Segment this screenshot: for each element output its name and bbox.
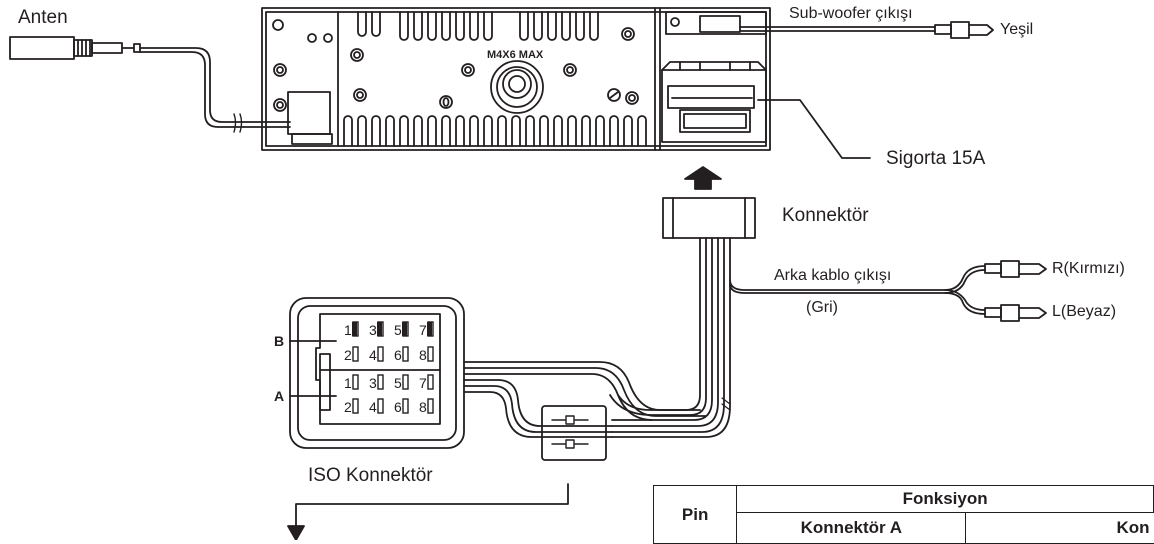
label-r-kirmizi: R(Kırmızı): [1052, 260, 1125, 277]
table-header-konnektor-b: Kon: [965, 512, 1154, 544]
pin-number: 2: [344, 347, 352, 363]
fuse-leader: [757, 99, 871, 159]
antenna-plug-icon: [9, 36, 141, 60]
rca-plug-red-icon: [984, 260, 1047, 278]
pin-number: 3: [369, 375, 377, 391]
rear-out-cable: [729, 265, 986, 294]
label-konnektor: Konnektör: [782, 205, 869, 226]
label-arka-kablo: Arka kablo çıkışı: [774, 267, 892, 284]
label-iso-konnektor: ISO Konnektör: [308, 465, 433, 486]
label-gri: (Gri): [806, 299, 838, 316]
iso-connector: [289, 297, 465, 449]
table-header-fonksiyon: Fonksiyon: [736, 485, 1154, 513]
rca-plug-green-icon: [934, 21, 994, 39]
label-b: B: [274, 333, 285, 349]
pin-number: 8: [419, 399, 427, 415]
subwoofer-cable: [739, 26, 936, 32]
connector-block: [662, 197, 756, 239]
pin-number: 4: [369, 347, 377, 363]
label-subwoofer: Sub-woofer çıkışı: [789, 5, 913, 22]
pin-number: 1: [344, 322, 352, 338]
pin-number: 5: [394, 375, 402, 391]
pin-number: 7: [419, 322, 427, 338]
table-header-konnektor-a: Konnektör A: [736, 512, 967, 544]
inline-link-box: [541, 405, 607, 461]
label-a: A: [274, 388, 285, 404]
label-anten: Anten: [18, 7, 68, 28]
pin-number: 4: [369, 399, 377, 415]
pin-number: 5: [394, 322, 402, 338]
pin-number: 2: [344, 399, 352, 415]
pin-number: 8: [419, 347, 427, 363]
label-m4: M4X6 MAX: [487, 49, 544, 61]
iso-cable: [463, 361, 701, 411]
label-sigorta: Sigorta 15A: [886, 148, 986, 169]
arrow-up-icon: [684, 166, 722, 190]
pin-function-table: Pin Fonksiyon Konnektör A Kon: [652, 485, 1154, 544]
fuse-icon: [667, 85, 755, 133]
label-yesil: Yeşil: [1000, 21, 1034, 38]
pin-number: 7: [419, 375, 427, 391]
iso-arrow: [295, 483, 569, 529]
head-unit: [261, 7, 771, 151]
label-l-beyaz: L(Beyaz): [1052, 303, 1117, 320]
pin-number: 1: [344, 375, 352, 391]
rca-plug-white-icon: [984, 304, 1047, 322]
pin-number: 3: [369, 322, 377, 338]
pin-number: 6: [394, 347, 402, 363]
wire-bundle: [609, 237, 731, 438]
pin-number: 6: [394, 399, 402, 415]
antenna-cable: [139, 47, 291, 123]
table-header-pin: Pin: [652, 485, 738, 544]
